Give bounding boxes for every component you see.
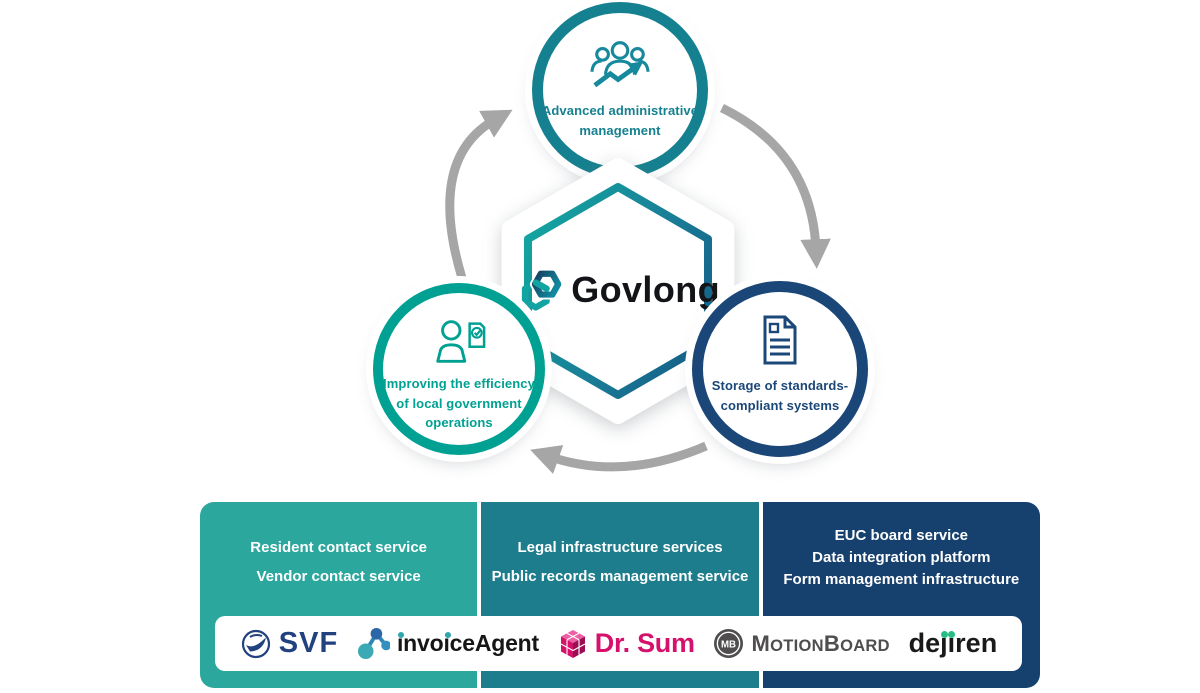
panel-line: Form management infrastructure (783, 571, 1020, 588)
logo-svf: SVF (240, 627, 338, 660)
motion-board-wordmark: MOTIONBOARD (751, 631, 889, 657)
product-logo-bar: SVF invoiceAgent (215, 616, 1022, 671)
mb-letters: OTION (770, 636, 824, 655)
arrow-top-to-right (720, 103, 831, 269)
logo-motion-board: MB MOTIONBOARD (713, 628, 890, 659)
dr-sum-wordmark: Dr. Sum (594, 628, 695, 658)
brand-lockup: Govlong (520, 250, 720, 330)
mb-letters: OARD (840, 636, 890, 655)
invoice-agent-i-dot (444, 632, 451, 638)
label-line: Storage of standards- (711, 378, 849, 393)
svf-wordmark: SVF (278, 627, 339, 659)
dejiren-wordmark: dejiren (909, 628, 998, 659)
svf-emblem-icon (241, 629, 270, 658)
cycle-node-label: Advanced administrative management (535, 101, 705, 140)
motion-board-badge-text: MB (721, 639, 736, 650)
motion-board-badge-icon: MB (714, 628, 744, 659)
invoice-agent-icon (357, 627, 390, 660)
label-line: Advanced administrative (541, 103, 699, 118)
cycle-node-efficiency: Improving the efficiency of local govern… (373, 283, 545, 455)
dejiren-green-dot (947, 630, 955, 638)
logo-invoice-agent: invoiceAgent (357, 627, 539, 660)
logo-dr-sum: Dr. Sum (558, 628, 695, 660)
arrow-left-to-top (445, 109, 513, 280)
person-checklist-icon (436, 320, 486, 363)
dejiren-green-dot (940, 630, 948, 638)
mb-letter: B (823, 630, 841, 656)
panel-line: Public records management service (491, 568, 749, 585)
label-line: compliant systems (720, 397, 840, 413)
panel-line: Legal infrastructure services (517, 539, 723, 556)
center-hexagon (501, 158, 735, 424)
invoice-agent-wordmark: invoiceAgent (397, 630, 539, 657)
panel-line: Vendor contact service (256, 568, 421, 585)
cycle-node-label: Improving the efficiency of local govern… (374, 374, 544, 433)
arrow-right-to-left (530, 441, 708, 475)
label-line: management (579, 122, 661, 138)
people-growth-icon (590, 41, 650, 88)
cycle-node-advanced-management: Advanced administrative management (532, 2, 708, 178)
cycle-node-storage: Storage of standards- compliant systems (692, 281, 868, 457)
panel-line: EUC board service (834, 527, 969, 544)
cycle-node-label: Storage of standards- compliant systems (695, 376, 865, 415)
label-line: Improving the efficiency (383, 376, 535, 391)
panel-line: Resident contact service (250, 539, 428, 556)
label-line: of local government (396, 395, 522, 411)
panel-line: Data integration platform (812, 549, 991, 566)
dr-sum-cube-icon (560, 629, 586, 658)
document-icon (763, 315, 797, 365)
label-line: operations (425, 415, 493, 430)
govlong-mark-icon (521, 268, 564, 311)
invoice-agent-text: invoiceAgent (396, 630, 539, 656)
invoice-agent-i-dot (397, 632, 404, 638)
brand-name: Govlong (571, 269, 720, 310)
logo-dejiren: dejiren (909, 628, 998, 659)
mb-letter: M (751, 630, 771, 656)
